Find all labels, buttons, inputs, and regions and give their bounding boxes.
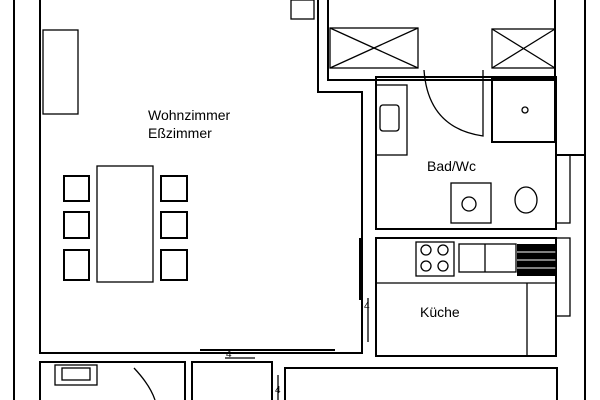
sink-counter <box>375 84 408 156</box>
bottom-rooms <box>39 361 558 400</box>
washing-machine <box>450 182 492 224</box>
stove <box>415 241 455 277</box>
outer-walls <box>13 0 586 400</box>
dimension-mark: 4 <box>364 301 370 312</box>
room-label-bath: Bad/Wc <box>427 158 477 174</box>
bathroom <box>375 69 571 230</box>
kitchen-sink <box>458 243 517 273</box>
wardrobe-right <box>491 28 556 69</box>
dimension-mark: 4 <box>275 385 281 396</box>
room-label-living: Wohnzimmer Eßzimmer <box>148 106 230 142</box>
toilet <box>514 186 538 214</box>
shaft <box>290 0 315 20</box>
wardrobe-left <box>329 27 419 69</box>
sliding-doors <box>200 238 369 359</box>
dining-table <box>96 165 154 283</box>
room-label-esszimmer: Eßzimmer <box>148 125 212 141</box>
sideboard <box>42 29 79 115</box>
door-swing <box>423 69 484 137</box>
sink <box>379 104 400 132</box>
room-label-kitchen: Küche <box>420 304 460 320</box>
living-furniture <box>42 29 188 283</box>
kitchen <box>375 237 571 357</box>
shower <box>491 78 556 143</box>
dimension-mark: 4 <box>226 349 232 360</box>
room-label-wohnzimmer: Wohnzimmer <box>148 107 231 123</box>
